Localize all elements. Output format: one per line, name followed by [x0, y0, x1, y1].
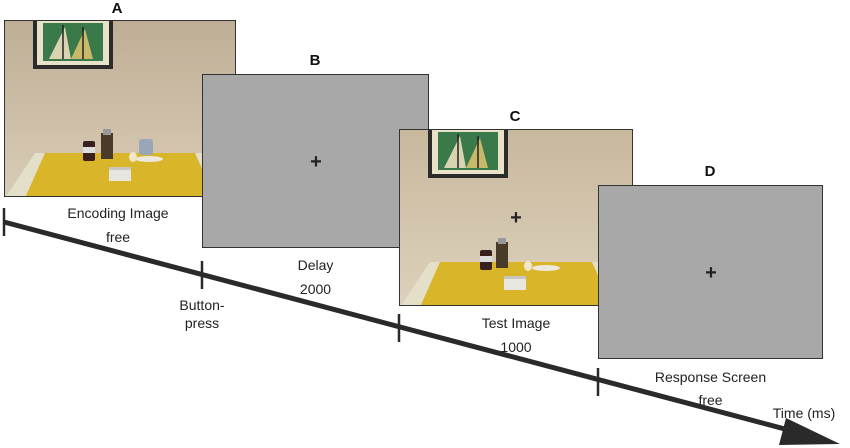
panel-b-letter: B — [309, 52, 321, 69]
fixation-cross-test: + — [510, 207, 522, 229]
delay-screen: + — [202, 74, 429, 248]
response-screen: + — [598, 185, 823, 359]
buttonpress-label-line2: press — [184, 315, 220, 331]
encoding-image — [4, 20, 236, 197]
panel-a-letter: A — [111, 0, 123, 17]
scene-photo-encoding — [5, 21, 235, 196]
panel-d-caption: Response Screen — [654, 369, 767, 385]
timeline-line — [3, 219, 801, 436]
fixation-cross-response: + — [705, 262, 717, 284]
fixation-cross-delay: + — [310, 151, 322, 173]
panel-c-letter: C — [509, 108, 521, 125]
panel-b-duration: 2000 — [299, 281, 332, 297]
scene-photo-test — [400, 130, 632, 305]
panel-b-caption: Delay — [297, 257, 334, 273]
panel-a-caption: Encoding Image — [67, 205, 169, 221]
panel-a-duration: free — [105, 229, 131, 245]
buttonpress-label-line1: Button- — [179, 297, 225, 313]
panel-c-duration: 1000 — [500, 339, 532, 355]
timeline-arrowhead — [779, 418, 840, 445]
panel-d-letter: D — [704, 163, 716, 180]
panel-c-caption: Test Image — [481, 315, 551, 331]
panel-d-duration: free — [698, 392, 723, 408]
time-axis-label: Time (ms) — [772, 405, 836, 421]
